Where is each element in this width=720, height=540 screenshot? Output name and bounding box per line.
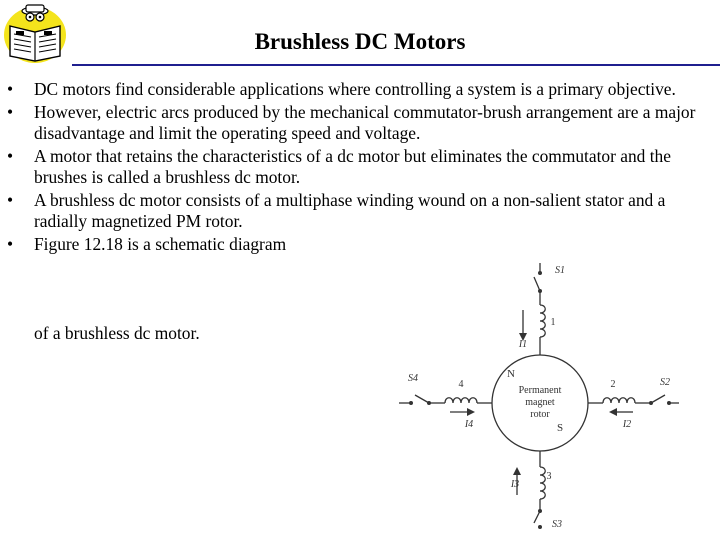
bullet-item: A brushless dc motor consists of a multi…	[0, 190, 718, 232]
switch-s1-contact	[538, 271, 542, 275]
winding-4-coil	[444, 397, 478, 404]
winding-3-coil	[539, 466, 546, 500]
current-arrow-i4	[467, 408, 475, 416]
winding-label-2: 2	[611, 379, 616, 390]
switch-s4-blade	[414, 394, 430, 404]
current-label-i2: I2	[622, 419, 631, 430]
switch-s2-blade	[650, 394, 666, 404]
current-arrow-i2	[609, 408, 617, 416]
current-arrow-i3	[513, 467, 521, 475]
rotor-label: Permanent	[519, 385, 562, 396]
switch-s4-contact	[427, 401, 431, 405]
bullet-item: A motor that retains the characteristics…	[0, 146, 718, 188]
winding-2-coil	[602, 397, 636, 404]
switch-s3-contact	[538, 509, 542, 513]
switch-label-s4: S4	[408, 373, 418, 384]
switch-label-s2: S2	[660, 377, 670, 388]
current-label-i3: I3	[510, 479, 519, 490]
switch-s3-blade	[533, 510, 541, 524]
bullet-list: DC motors find considerable applications…	[0, 79, 718, 257]
pole-n-label: N	[507, 368, 515, 380]
winding-label-1: 1	[551, 317, 556, 328]
switch-s4-contact	[409, 401, 413, 405]
bullet-continuation: of a brushless dc motor.	[34, 323, 200, 343]
rotor-label: rotor	[530, 409, 550, 420]
brushless-motor-schematic: Permanent magnet rotor N S S1 S2 S3 S4 1…	[399, 263, 679, 530]
winding-1-coil	[539, 304, 546, 338]
switch-label-s3: S3	[552, 519, 562, 530]
rotor-label: magnet	[525, 397, 555, 408]
switch-s2-contact	[649, 401, 653, 405]
pole-s-label: S	[557, 422, 563, 434]
bullet-item: Figure 12.18 is a schematic diagram	[0, 234, 718, 255]
bullet-item: However, electric arcs produced by the m…	[0, 102, 718, 144]
current-label-i1: I1	[518, 339, 527, 350]
switch-s1-contact	[538, 289, 542, 293]
title-divider	[72, 64, 720, 66]
switch-s1-blade	[533, 276, 541, 292]
logo-icon	[4, 4, 66, 63]
current-label-i4: I4	[464, 419, 473, 430]
page-title: Brushless DC Motors	[254, 29, 466, 54]
switch-label-s1: S1	[555, 265, 565, 276]
switch-s3-contact	[538, 525, 542, 529]
switch-s2-contact	[667, 401, 671, 405]
bullet-item: DC motors find considerable applications…	[0, 79, 718, 100]
winding-label-3: 3	[547, 471, 552, 482]
current-arrow-i1	[519, 333, 527, 341]
winding-label-4: 4	[459, 379, 464, 390]
